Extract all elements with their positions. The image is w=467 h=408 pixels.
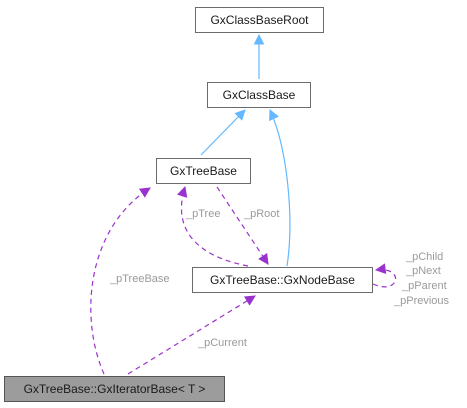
edge-nodebase-ptree-to-treebase — [176, 185, 249, 267]
node-gxtreebase-gxiteratorbase-label: GxTreeBase::GxIteratorBase< T > — [23, 382, 206, 396]
node-gxclassbaseroot[interactable]: GxClassBaseRoot — [195, 7, 324, 33]
node-gxtreebase-label: GxTreeBase — [170, 164, 237, 178]
edge-label-proot: _pRoot — [244, 208, 280, 220]
node-gxtreebase-gxnodebase-label: GxTreeBase::GxNodeBase — [210, 273, 355, 287]
node-gxtreebase-gxnodebase[interactable]: GxTreeBase::GxNodeBase — [192, 267, 373, 293]
edge-label-pnext: _pNext — [406, 265, 441, 277]
edge-nodebase-self-loop — [372, 263, 397, 288]
edge-label-ptree: _pTree — [186, 208, 221, 220]
edge-treebase-proot-to-nodebase — [216, 186, 269, 265]
edge-nodebase-to-classbase — [269, 109, 291, 267]
edge-label-pchild: _pChild — [406, 251, 444, 263]
node-gxclassbaseroot-label: GxClassBaseRoot — [210, 13, 309, 27]
edge-label-ptreebase: _pTreeBase — [110, 273, 170, 285]
edge-iterator-pcurrent-to-nodebase — [127, 295, 256, 375]
edge-label-pcurrent: _pCurrent — [198, 337, 247, 349]
edge-label-pprevious: _pPrevious — [394, 295, 450, 307]
edge-label-pparent: _pParent — [402, 280, 447, 292]
node-gxclassbase[interactable]: GxClassBase — [207, 82, 311, 108]
node-gxclassbase-label: GxClassBase — [222, 88, 296, 102]
edge-treebase-to-classbase — [200, 109, 246, 156]
node-gxtreebase-gxiteratorbase[interactable]: GxTreeBase::GxIteratorBase< T > — [4, 376, 225, 402]
node-gxtreebase[interactable]: GxTreeBase — [156, 158, 251, 184]
edge-iterator-ptreebase-to-treebase — [90, 187, 151, 375]
